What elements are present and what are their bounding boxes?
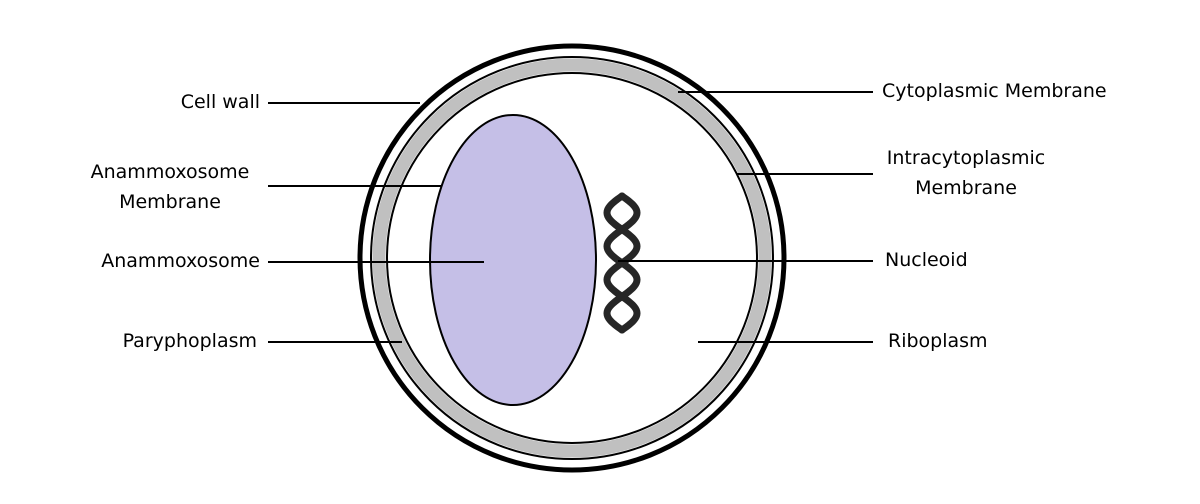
dna-double-helix-icon <box>603 192 641 334</box>
nucleoid-label: Nucleoid <box>885 249 968 271</box>
intracytoplasmic-membrane-label: Intracytoplasmic Membrane <box>872 143 1060 203</box>
dna-strand-b <box>603 192 641 334</box>
intracytoplasmic-membrane-label-line1: Intracytoplasmic <box>886 147 1046 169</box>
cytoplasmic-membrane-ring <box>370 56 774 460</box>
anammoxosome-membrane-label-line1: Anammoxosome <box>90 161 250 183</box>
intracytoplasmic-membrane-label-line2: Membrane <box>915 177 1017 199</box>
anammoxosome-ellipse <box>429 114 597 406</box>
intracytoplasmic-membrane-band <box>372 58 772 458</box>
anammoxosome-membrane-label: Anammoxosome Membrane <box>80 157 260 217</box>
anammoxosome-label: Anammoxosome <box>101 250 260 272</box>
cytoplasmic-membrane-label: Cytoplasmic Membrane <box>882 80 1107 102</box>
anammoxosome-membrane-label-line2: Membrane <box>119 191 221 213</box>
cell-wall-label: Cell wall <box>180 91 260 113</box>
riboplasm-label: Riboplasm <box>888 330 988 352</box>
paryphoplasm-label: Paryphoplasm <box>122 330 257 352</box>
